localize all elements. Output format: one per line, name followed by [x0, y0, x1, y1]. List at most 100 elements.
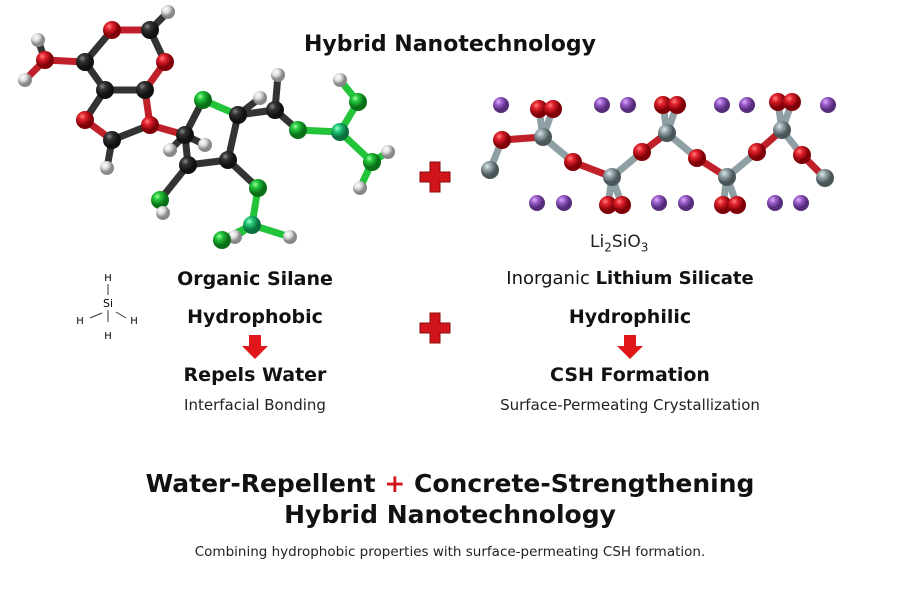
silicate-atom	[714, 97, 730, 113]
lithium-silicate-molecule	[481, 93, 836, 214]
silicate-atom	[654, 96, 672, 114]
interfacial-bonding-label: Interfacial Bonding	[184, 396, 326, 414]
crystallization-label: Surface-Permeating Crystallization	[500, 396, 760, 414]
repels-water-label: Repels Water	[183, 364, 327, 386]
silane-atom	[229, 106, 247, 124]
svg-text:H: H	[130, 316, 138, 327]
silicate-atom	[773, 121, 791, 139]
svg-text:H: H	[104, 331, 112, 342]
silane-atom	[194, 91, 212, 109]
silane-atom	[103, 131, 121, 149]
silicate-atom	[793, 195, 809, 211]
silicate-atom	[748, 143, 766, 161]
csh-formation-label: CSH Formation	[550, 364, 710, 386]
lithium-silicate-label: Inorganic Lithium Silicate	[506, 268, 754, 289]
silicate-atom	[529, 195, 545, 211]
silane-atom	[76, 111, 94, 129]
organic-silane-label: Organic Silane	[177, 268, 333, 290]
silane-atom	[228, 230, 242, 244]
silane-atom	[289, 121, 307, 139]
molecular-models	[18, 5, 836, 249]
silane-atom	[176, 126, 194, 144]
silicate-atom	[714, 196, 732, 214]
silicate-atom	[668, 96, 686, 114]
silane-atom	[163, 143, 177, 157]
plus-icon	[419, 161, 451, 193]
silicate-atom	[603, 168, 621, 186]
silicate-atom	[688, 149, 706, 167]
hydrophobic-label: Hydrophobic	[187, 306, 323, 328]
down-arrow-icon	[242, 335, 268, 359]
silane-atom	[179, 156, 197, 174]
silane-atom	[331, 123, 349, 141]
silane-atom	[18, 73, 32, 87]
silane-atom	[333, 73, 347, 87]
silicate-atom	[599, 196, 617, 214]
silicate-atom	[620, 97, 636, 113]
silicate-atom	[718, 168, 736, 186]
silane-atom	[363, 153, 381, 171]
silane-atom	[249, 179, 267, 197]
silicate-atom	[658, 124, 676, 142]
silicate-atom	[633, 143, 651, 161]
lithium-silicate-formula: Li2SiO3	[590, 232, 649, 255]
silicate-atom	[678, 195, 694, 211]
silane-atom	[76, 53, 94, 71]
down-arrow-icon	[617, 335, 643, 359]
silicate-atom	[739, 97, 755, 113]
silane-atom	[100, 161, 114, 175]
summary-line-1: Water-Repellent + Concrete-Strengthening	[145, 469, 755, 498]
silicate-atom	[728, 196, 746, 214]
silicate-atom	[783, 93, 801, 111]
silane-atom	[136, 81, 154, 99]
silicate-atom	[481, 161, 499, 179]
plus-icon	[419, 312, 451, 344]
silane-atom	[156, 53, 174, 71]
silicate-atom	[820, 97, 836, 113]
silane-atom	[353, 181, 367, 195]
silane-atom	[103, 21, 121, 39]
silicate-atom	[564, 153, 582, 171]
silicate-atom	[594, 97, 610, 113]
silane-atom	[283, 230, 297, 244]
silicate-atom	[530, 100, 548, 118]
silane-atom	[156, 206, 170, 220]
svg-text:H: H	[104, 273, 112, 284]
silicate-atom	[769, 93, 787, 111]
svg-text:H: H	[76, 316, 84, 327]
svg-text:Si: Si	[103, 297, 113, 310]
silane-atom	[161, 5, 175, 19]
silane-structural-formula: H Si H H H	[76, 273, 138, 342]
silicate-atom	[493, 131, 511, 149]
lithium-silicate-column: Inorganic Lithium Silicate Hydrophilic C…	[470, 268, 790, 414]
silane-atom	[36, 51, 54, 69]
silicate-atom	[651, 195, 667, 211]
silane-atom	[381, 145, 395, 159]
page-title: Hybrid Nanotechnology	[304, 32, 596, 57]
silicate-atom	[544, 100, 562, 118]
silane-atom	[266, 101, 284, 119]
silicate-atom	[767, 195, 783, 211]
silane-atom	[141, 116, 159, 134]
silicate-atom	[793, 146, 811, 164]
silane-atom	[219, 151, 237, 169]
summary-caption: Combining hydrophobic properties with su…	[194, 544, 706, 560]
silane-atom	[271, 68, 285, 82]
silane-atom	[198, 138, 212, 152]
summary-line-2: Hybrid Nanotechnology	[284, 500, 616, 529]
silane-atom	[141, 21, 159, 39]
silicate-atom	[613, 196, 631, 214]
silane-atom	[213, 231, 231, 249]
silane-atom	[151, 191, 169, 209]
organic-silane-column: Organic Silane Hydrophobic Repels Water …	[140, 268, 370, 414]
silane-atom	[243, 216, 261, 234]
silicate-atom	[534, 128, 552, 146]
silane-atom	[349, 93, 367, 111]
silicate-atom	[556, 195, 572, 211]
organic-silane-molecule	[18, 5, 395, 249]
silicate-atom	[493, 97, 509, 113]
silane-atom	[31, 33, 45, 47]
hydrophilic-label: Hydrophilic	[568, 306, 692, 328]
silane-atom	[96, 81, 114, 99]
silane-atom	[253, 91, 267, 105]
